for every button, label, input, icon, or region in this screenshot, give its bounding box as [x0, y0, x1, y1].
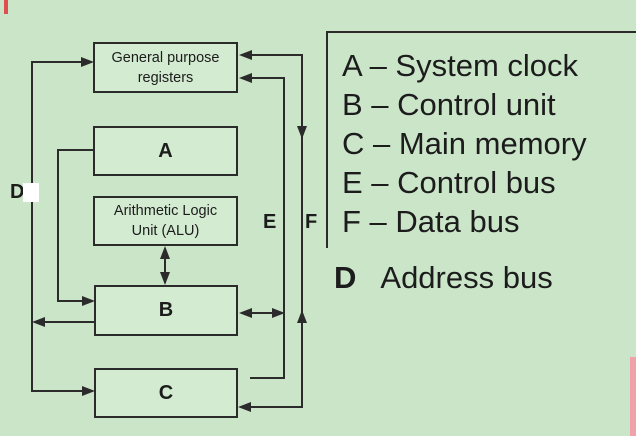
data-bus-line-vertical: [301, 54, 303, 408]
legend-address-letter: D: [334, 260, 357, 295]
legend-row-b: B – Control unit: [342, 87, 556, 122]
arrowhead-into-gpr-right-upper-icon: [239, 50, 252, 60]
arrowhead-into-alu-icon: [160, 246, 170, 259]
address-bus-label-d: D: [10, 181, 25, 203]
address-bus-line-vertical: [31, 61, 33, 392]
gpr-label-line1: General purpose: [111, 49, 220, 66]
control-bus-to-gpr-line: [252, 77, 284, 79]
legend-list: A – System clock B – Control unit C – Ma…: [342, 46, 587, 241]
data-bus-to-c-line: [251, 406, 302, 408]
arrowhead-into-gpr-left-icon: [81, 57, 94, 67]
box-alu: Arithmetic Logic Unit (ALU): [93, 196, 238, 246]
legend-row-f: F – Data bus: [342, 204, 520, 239]
box-general-purpose-registers: General purpose registers: [93, 42, 238, 93]
data-bus-to-gpr-line: [252, 54, 302, 56]
legend-address-bus-row: D Address bus: [334, 258, 553, 297]
box-b-label: B: [158, 299, 174, 321]
legend-address-name: Address bus: [380, 260, 553, 295]
data-bus-down-direction-icon: [297, 126, 307, 139]
legend-row-a: A – System clock: [342, 48, 579, 83]
arrowhead-into-b-right-icon: [239, 308, 252, 318]
legend-row-c: C – Main memory: [342, 126, 587, 161]
arrowhead-onto-address-bus-icon: [32, 317, 45, 327]
data-bus-up-direction-icon: [297, 310, 307, 323]
pink-artifact-top-left: [4, 0, 8, 14]
legend-box-top-border: [326, 31, 636, 33]
arrowhead-into-b-top-icon: [160, 272, 170, 285]
gpr-label-line2: registers: [137, 69, 194, 86]
pink-artifact-right-edge: [630, 357, 636, 436]
b-control-bus-line: [251, 312, 273, 314]
alu-label-line1: Arithmetic Logic: [113, 203, 218, 219]
address-bus-to-c-line: [31, 390, 83, 392]
alu-b-line-vertical: [164, 250, 166, 283]
box-c-label: C: [158, 381, 174, 404]
arrowhead-into-gpr-right-lower-icon: [239, 73, 252, 83]
control-bus-to-c-line: [250, 377, 285, 379]
box-main-memory-c: C: [94, 368, 238, 418]
legend-row-e: E – Control bus: [342, 165, 556, 200]
arrowhead-into-c-left-icon: [82, 386, 95, 396]
box-system-clock-a: A: [93, 126, 238, 176]
b-to-address-bus-line: [45, 321, 94, 323]
address-bus-to-gpr-line: [31, 61, 82, 63]
box-control-unit-b: B: [94, 285, 238, 336]
arrowhead-into-b-left-icon: [82, 296, 95, 306]
control-bus-label-e: E: [263, 211, 277, 233]
a-to-b-line-bottom: [57, 300, 83, 302]
legend-box-left-border: [326, 31, 328, 248]
white-highlight-patch: [23, 183, 39, 202]
arrowhead-into-c-right-icon: [238, 402, 251, 412]
a-to-b-line-vertical: [57, 149, 59, 302]
control-bus-line-vertical: [283, 77, 285, 379]
a-to-b-line-top: [57, 149, 95, 151]
alu-label-line2: Unit (ALU): [131, 223, 200, 239]
arrowhead-onto-control-bus-icon: [272, 308, 285, 318]
box-a-label: A: [158, 139, 173, 162]
data-bus-label-f: F: [305, 211, 318, 233]
